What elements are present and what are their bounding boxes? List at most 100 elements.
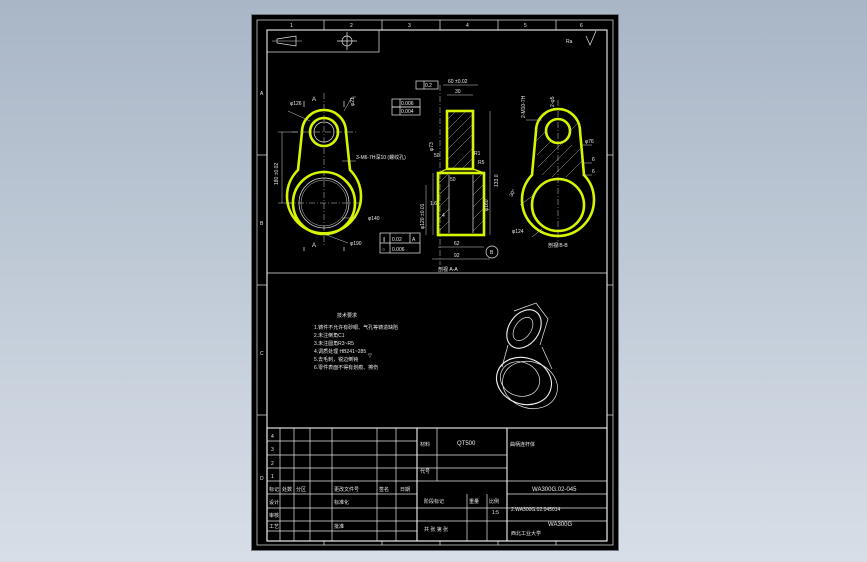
rev-row-1: 1 <box>271 474 274 480</box>
tol-circ-value: 0.006 <box>392 247 405 253</box>
isometric-view <box>495 302 558 409</box>
code-label: 代号 <box>420 468 430 475</box>
ratio-label: 比例 <box>489 498 499 505</box>
weight-label: 重量 <box>469 498 479 505</box>
dim-6-b: 6 <box>592 169 595 175</box>
zone-b: B <box>260 221 264 227</box>
product-code: WA300G <box>548 522 572 528</box>
material-label: 材料 <box>420 441 430 448</box>
front-tolerance-frame <box>379 232 421 254</box>
dim-50-a: 50 <box>434 153 440 159</box>
zone-3: 3 <box>408 23 411 29</box>
scale-value: 1:5 <box>492 510 499 516</box>
section-aa-view <box>425 84 499 265</box>
rev-row-3: 3 <box>271 447 274 453</box>
front-view <box>278 93 363 251</box>
tol-parallel-symbol: ∥ <box>383 237 386 243</box>
note-1: 1.铸件不允许有砂眼、气孔等铸造缺陷 <box>314 324 398 331</box>
zone-d: D <box>260 476 264 482</box>
zone-5: 5 <box>524 23 527 29</box>
zone-ticks <box>257 20 613 545</box>
header-date: 日期 <box>400 487 410 493</box>
header-sign: 签名 <box>379 486 389 493</box>
dim-phi76: φ76 <box>585 139 594 145</box>
dim-62: 62 <box>454 241 460 247</box>
roughness-symbol: ▽ <box>368 353 372 359</box>
dim-phi120: φ120 ±0.01 <box>420 203 426 229</box>
note-3: 3.未注圆角R3~R5 <box>314 340 354 347</box>
row-approve: 批准 <box>334 523 344 530</box>
header-zone: 分区 <box>296 486 306 493</box>
tol-parallel-value: 0.02 <box>392 237 402 243</box>
zone-4: 4 <box>466 23 469 29</box>
zone-6: 6 <box>580 23 583 29</box>
part-name: 曲柄连杆体 <box>510 441 535 448</box>
dim-30deg: 30° <box>509 188 518 198</box>
stage-label: 阶段标记 <box>424 498 444 505</box>
label-section-aa: 剖视 A-A <box>438 266 458 273</box>
dim-1-6: 1.6 <box>430 201 437 207</box>
dim-phi126: φ126 <box>290 101 302 107</box>
dim-2-m10: 2-M10-7H <box>521 95 527 118</box>
zone-2: 2 <box>350 23 353 29</box>
row-std: 标准化 <box>334 499 349 506</box>
dim-r1: R1 <box>474 151 481 157</box>
projection-symbol <box>266 29 380 53</box>
row-craft: 工艺 <box>269 524 279 530</box>
tol-circ-symbol: ○ <box>382 247 385 253</box>
dim-30: 30 <box>455 89 461 95</box>
dim-phi160: φ160 <box>484 199 490 211</box>
note-5: 5.去毛刺，锐边倒钝 <box>314 356 358 363</box>
header-mark: 标记 <box>269 486 279 493</box>
notes-list: 1.铸件不允许有砂眼、气孔等铸造缺陷 2.未注倒角C1 3.未注圆角R3~R5 … <box>314 324 398 371</box>
header-docno: 更改文件号 <box>334 486 359 493</box>
rev-row-2: 2 <box>271 461 274 467</box>
section-bb-view <box>519 100 596 247</box>
outer-frame <box>256 19 614 546</box>
dim-phi73: φ73 <box>429 142 435 151</box>
note-6: 6.零件表面不得有划痕、擦伤 <box>314 364 378 371</box>
dim-50-b: 50 <box>450 177 456 183</box>
row-design: 设计 <box>269 499 279 506</box>
section-mark-a-bottom: A <box>312 243 316 249</box>
mid-tolerance-frames <box>391 80 439 116</box>
label-section-bb: 剖视 B-B <box>548 242 568 249</box>
dim-6-a: 6 <box>592 157 595 163</box>
section-mark-a-top: A <box>312 97 316 103</box>
sheet-label: 共 张 第 张 <box>424 526 448 533</box>
dim-phi190: φ190 <box>350 241 362 247</box>
dim-r5: R5 <box>478 160 485 166</box>
dim-180: 180 ±0.02 <box>274 163 280 185</box>
dim-2-phi5: 2-φ5 <box>550 96 556 107</box>
title-block-grid <box>266 427 608 542</box>
header-count: 处数 <box>282 486 292 493</box>
tol-parallel-ref: A <box>412 237 416 243</box>
dim-0-2: 0.2 <box>425 83 432 89</box>
note-4: 4.调质处理 HB241~285 <box>314 348 366 355</box>
row-check: 审核 <box>269 512 279 519</box>
zone-a: A <box>260 91 264 97</box>
dim-phi124: φ124 <box>512 229 524 235</box>
dim-4: 4 <box>442 213 445 219</box>
datum-b: B <box>490 250 494 256</box>
roughness-label: Ra <box>566 39 573 45</box>
notes-title: 技术要求 <box>337 312 357 319</box>
cad-drawing: 1 2 3 4 5 6 A B C D Ra φ126 φ21 1 <box>256 19 614 546</box>
company-name: 西北工业大学 <box>511 530 541 537</box>
dim-phi21: φ21 <box>350 97 356 106</box>
dim-phi140: φ140 <box>368 216 380 222</box>
dim-60: 60 ±0.02 <box>448 79 468 85</box>
note-2: 2.未注倒角C1 <box>314 332 345 339</box>
material-value: QT500 <box>457 441 476 447</box>
roughness-check-icon <box>585 30 597 46</box>
ref-number: 2.WA300G.02.045014 <box>511 507 561 513</box>
drawing-sheet: 1 2 3 4 5 6 A B C D Ra φ126 φ21 1 <box>251 14 619 551</box>
zone-1: 1 <box>290 23 293 29</box>
zone-c: C <box>260 351 264 357</box>
dim-0-006: 0.006 <box>401 101 414 107</box>
rev-row-4: 4 <box>271 434 274 440</box>
dim-92: 92 <box>454 253 460 259</box>
dim-thread: 3-M6-7H深10 (螺纹孔) <box>356 154 406 161</box>
dim-133: 133.0 <box>494 174 500 187</box>
drawing-number: WA300G.02-045 <box>532 487 577 493</box>
